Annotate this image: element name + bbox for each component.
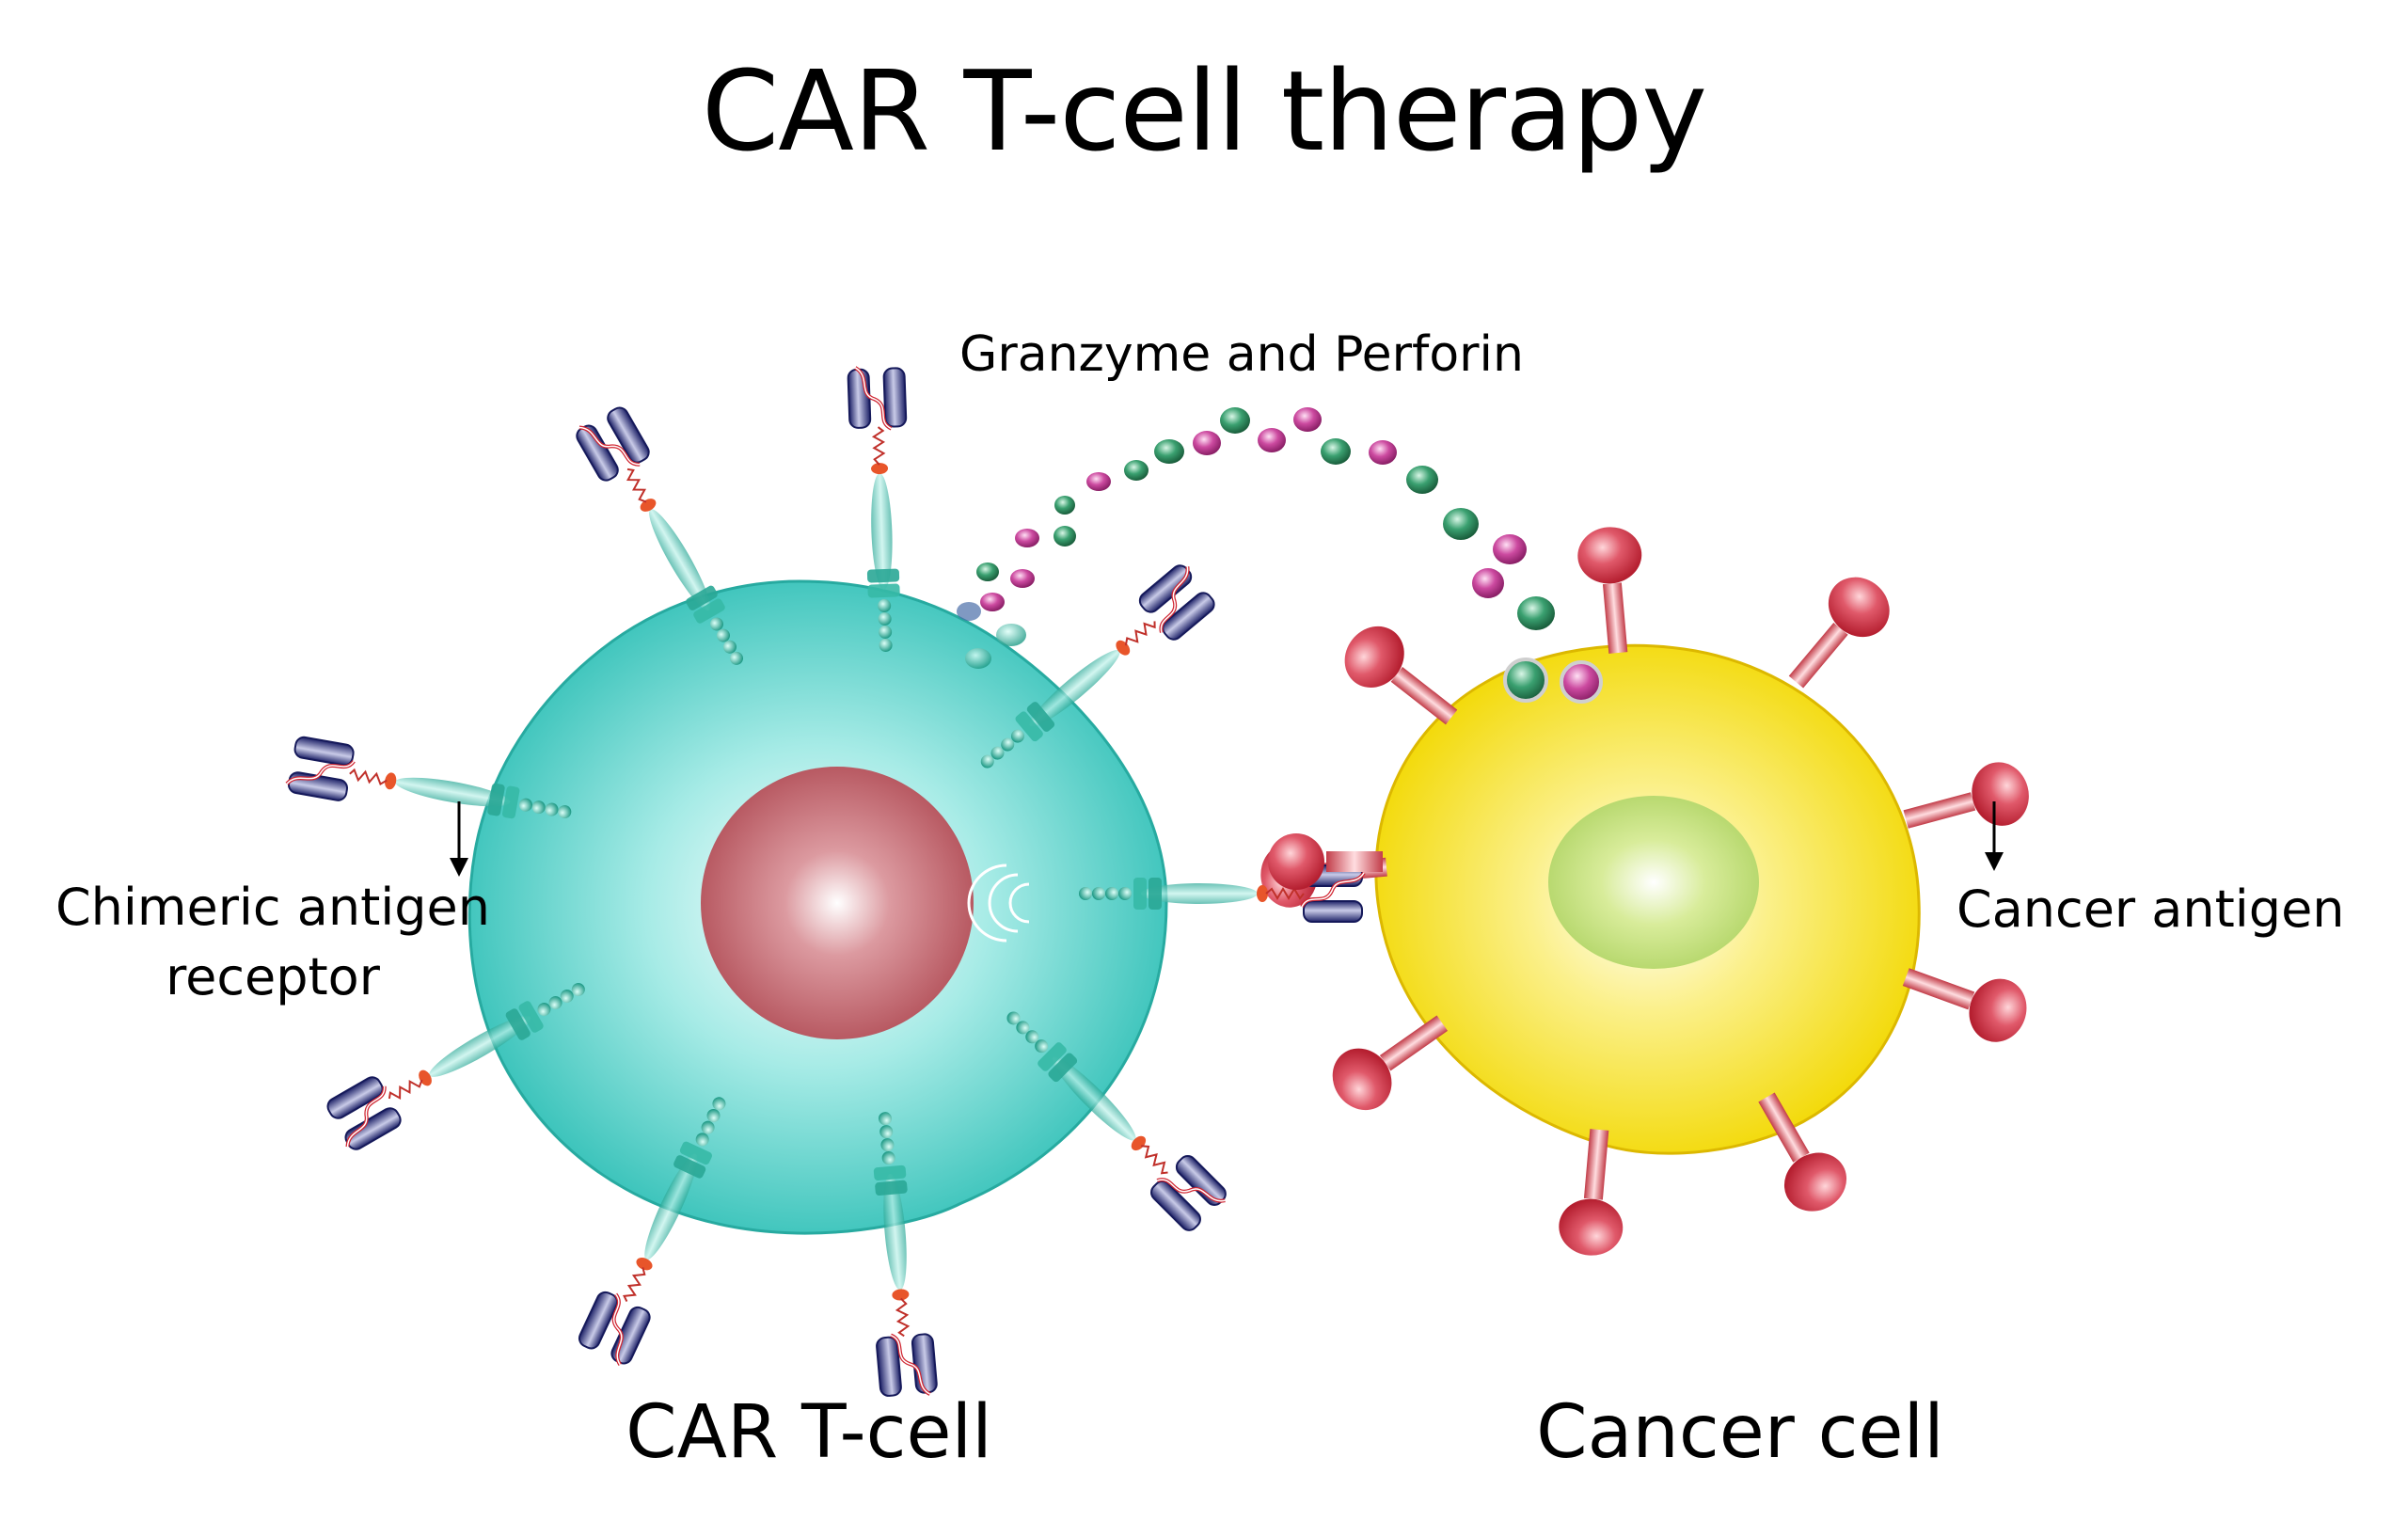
granzyme-perforin-granules [957, 407, 1603, 704]
cancer-cell-label: Cancer cell [1536, 1390, 1944, 1475]
page-title: CAR T-cell therapy [701, 46, 1707, 176]
t-cell-nucleus [701, 767, 974, 1039]
bound-antigen [1268, 833, 1383, 890]
cancer-antigen-label: Cancer antigen [1956, 879, 2345, 939]
signal-arcs [967, 863, 1030, 943]
granzyme-perforin-label: Granzyme and Perforin [959, 326, 1524, 383]
cancer-cell-nucleus [1548, 796, 1759, 969]
car-t-cell-label: CAR T-cell [626, 1390, 992, 1475]
car-pointer-arrow [450, 801, 468, 877]
antigen-pointer-arrow [1985, 801, 2004, 871]
chimeric-antigen-receptor-label: Chimeric antigen receptor [55, 878, 491, 1006]
